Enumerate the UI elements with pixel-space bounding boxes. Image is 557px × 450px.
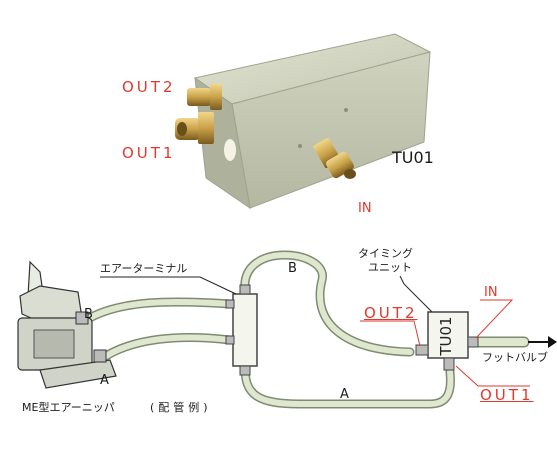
- screw-hole: [344, 108, 348, 112]
- label-tube-b-left: B: [84, 307, 93, 322]
- out2-leader: [360, 320, 421, 347]
- out1-leader: [455, 365, 530, 387]
- label-me-air-nipper: ME型エアーニッパ: [22, 401, 115, 414]
- label-timing-unit-2: ユニット: [368, 261, 412, 274]
- label-tube-b-top: B: [288, 261, 297, 276]
- terminal-leader: [100, 276, 237, 295]
- fitting-out2: [187, 84, 222, 110]
- label-air-terminal: エアーターミナル: [100, 262, 188, 275]
- label-out1-diagram: OUT1: [480, 386, 534, 404]
- fitting-in: [313, 137, 356, 179]
- tubes: [81, 250, 530, 409]
- label-tube-a-bottom: A: [340, 387, 349, 402]
- label-timing-unit-1: タイミング: [358, 247, 413, 260]
- label-out2-photo: OUT2: [122, 78, 176, 96]
- air-terminal: [225, 284, 258, 376]
- label-piping-example: (配管例): [150, 401, 212, 414]
- label-out2-diagram: OUT2: [364, 304, 418, 322]
- label-model-photo: TU01: [392, 148, 434, 167]
- timing-unit: [415, 311, 479, 371]
- fitting-out1: [175, 112, 214, 144]
- timing-unit-leader: [399, 275, 433, 313]
- screw-hole: [298, 144, 302, 148]
- label-out1-photo: OUT1: [122, 144, 176, 162]
- leader-lines: [100, 275, 530, 387]
- label-tube-a-left: A: [100, 373, 109, 388]
- me-air-nipper: [17, 260, 117, 389]
- label-in-photo: IN: [358, 201, 372, 216]
- in-leader: [475, 299, 514, 339]
- mount-hole: [224, 139, 236, 161]
- label-in-diagram: IN: [484, 285, 498, 300]
- tu01-photo: [175, 33, 432, 210]
- label-foot-valve: フットバルブ: [482, 351, 548, 364]
- unit-model-vertical: TU01: [437, 316, 455, 356]
- foot-valve-arrow: [528, 336, 557, 348]
